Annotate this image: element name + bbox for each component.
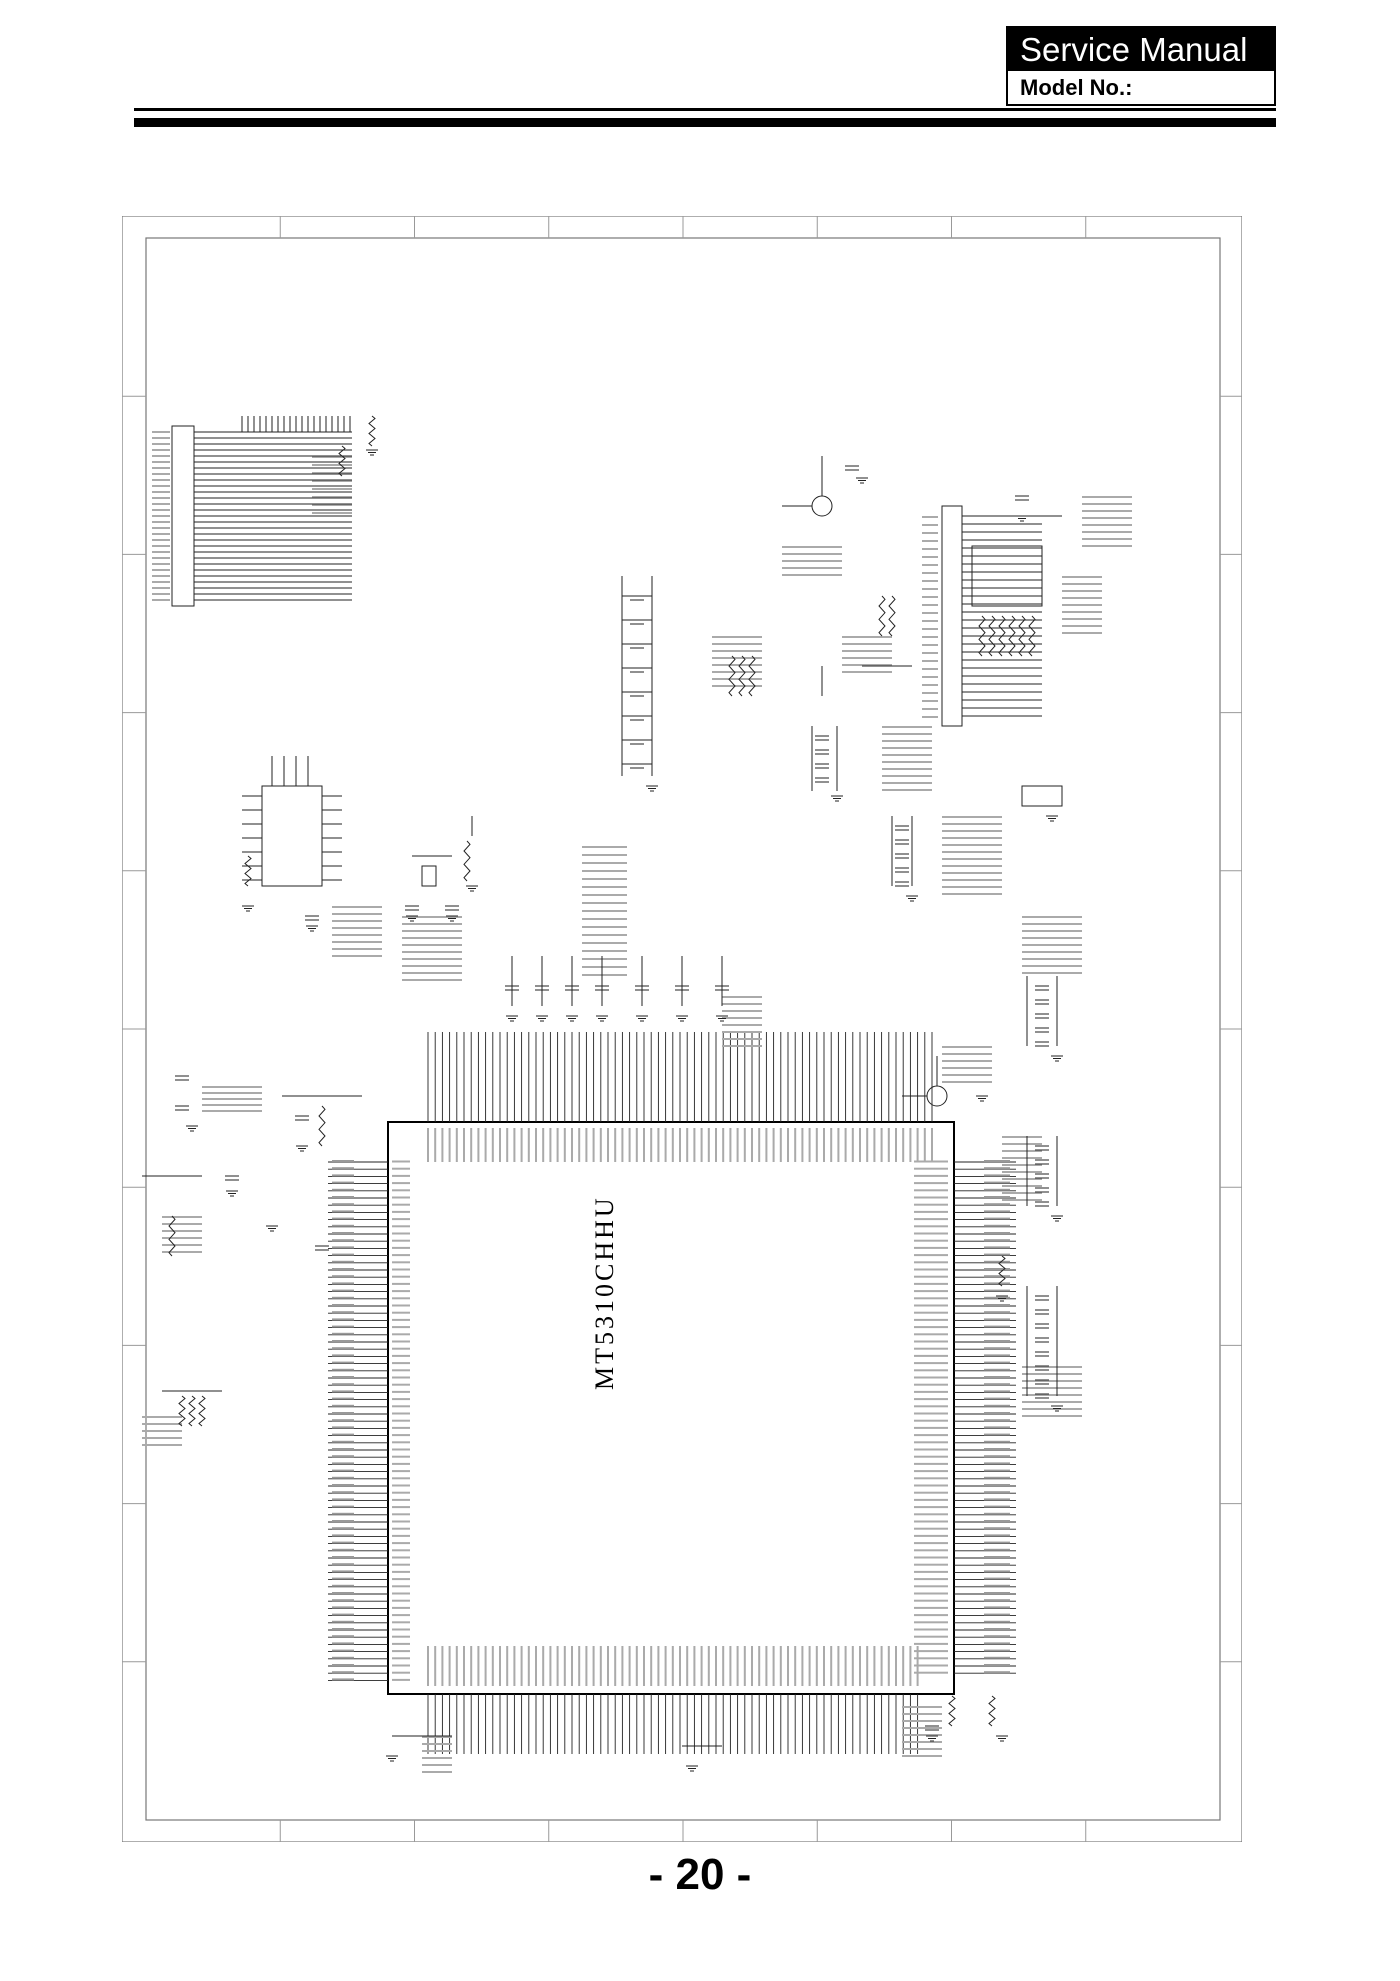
service-manual-title: Service Manual bbox=[1008, 28, 1274, 71]
model-number-label: Model No.: bbox=[1020, 75, 1133, 100]
schematic-sheet bbox=[122, 216, 1242, 1842]
main-ic-body bbox=[387, 1121, 955, 1695]
page-number: - 20 - bbox=[648, 1850, 752, 1899]
service-manual-badge: Service Manual Model No.: bbox=[1006, 26, 1276, 106]
main-ic-label: MT5310CHHU bbox=[590, 1195, 619, 1390]
header-rule-thick bbox=[134, 118, 1276, 127]
schematic-drawing bbox=[122, 216, 1242, 1842]
header-rule-thin bbox=[134, 108, 1276, 111]
